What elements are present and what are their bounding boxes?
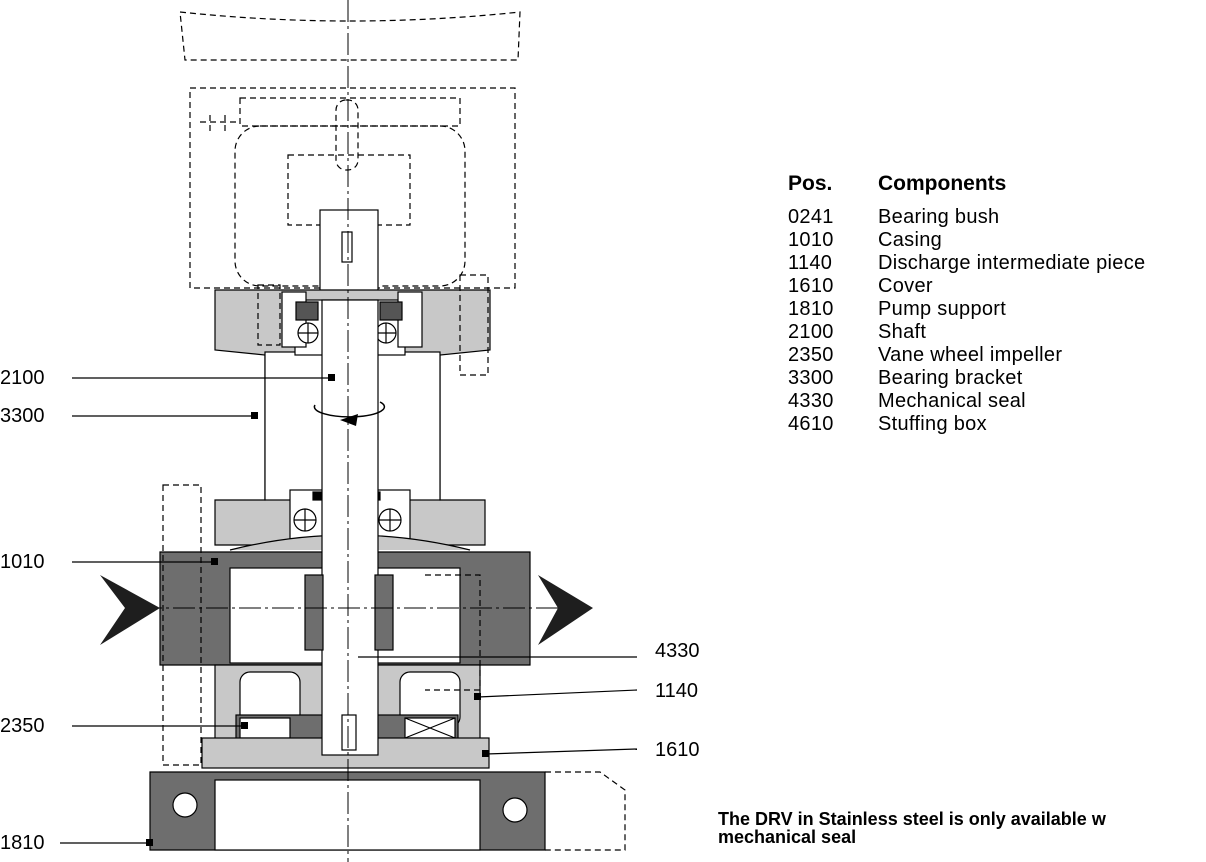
- leader-lines: [60, 377, 638, 844]
- rotation-arrowhead: [340, 414, 358, 426]
- legend-row: 1810 Pump support: [788, 298, 1145, 321]
- callout-2350: 2350: [0, 715, 45, 737]
- callout-1010: 1010: [0, 551, 45, 573]
- legend-pos: 4610: [788, 413, 834, 435]
- shaft: [321, 299, 379, 756]
- legend-pos: 1140: [788, 252, 833, 274]
- legend-component: Bearing bracket: [878, 367, 1023, 389]
- legend-pos: 3300: [788, 367, 834, 389]
- legend-row: 3300 Bearing bracket: [788, 367, 1145, 390]
- mechanical-seal: [304, 574, 394, 651]
- legend-pos: 1610: [788, 275, 834, 297]
- legend-component: Mechanical seal: [878, 390, 1026, 412]
- legend-component: Casing: [878, 229, 943, 251]
- callout-1140: 1140: [655, 680, 699, 702]
- legend-pos: 1010: [788, 229, 834, 251]
- legend-component: Discharge intermediate piece: [878, 252, 1146, 274]
- leader-markers: [146, 374, 489, 846]
- legend-row: 1140 Discharge intermediate piece: [788, 252, 1145, 275]
- components-legend: Pos. Components 0241 Bearing bush 1010 Cas…: [788, 172, 1145, 436]
- centerlines: [140, 0, 575, 862]
- note-line-1: The DRV in Stainless steel is only avail…: [718, 810, 1106, 829]
- bolts-dashed: [162, 274, 626, 851]
- legend-pos: 1810: [788, 298, 834, 320]
- stainless-note: The DRV in Stainless steel is only avail…: [718, 810, 1206, 846]
- legend-component: Vane wheel impeller: [878, 344, 1063, 366]
- legend-row: 4610 Stuffing box: [788, 413, 1145, 436]
- legend-component: Shaft: [878, 321, 927, 343]
- callout-1610: 1610: [655, 739, 700, 761]
- callout-4330: 4330: [655, 640, 700, 662]
- legend-row: 2350 Vane wheel impeller: [788, 344, 1145, 367]
- legend-components-header: Components: [878, 172, 1007, 195]
- legend-pos: 2350: [788, 344, 834, 366]
- legend-pos-header: Pos.: [788, 172, 833, 195]
- legend-row: 1010 Casing: [788, 229, 1145, 252]
- callout-2100: 2100: [0, 367, 45, 389]
- flow-arrows: [100, 575, 593, 645]
- legend-component: Cover: [878, 275, 933, 297]
- callout-1810: 1810: [0, 832, 45, 854]
- legend-component: Pump support: [878, 298, 1007, 320]
- note-line-2: mechanical seal: [718, 827, 857, 846]
- legend-row: 2100 Shaft: [788, 321, 1145, 344]
- legend-pos: 4330: [788, 390, 834, 412]
- legend-header: Pos. Components: [788, 172, 1145, 196]
- legend-component: Bearing bush: [878, 206, 1000, 228]
- legend-pos: 2100: [788, 321, 834, 343]
- legend-row: 0241 Bearing bush: [788, 206, 1145, 229]
- callout-3300: 3300: [0, 405, 45, 427]
- legend-pos: 0241: [788, 206, 834, 228]
- legend-component: Stuffing box: [878, 413, 987, 435]
- shaft-upper: [319, 209, 379, 301]
- legend-row: 1610 Cover: [788, 275, 1145, 298]
- legend-row: 4330 Mechanical seal: [788, 390, 1145, 413]
